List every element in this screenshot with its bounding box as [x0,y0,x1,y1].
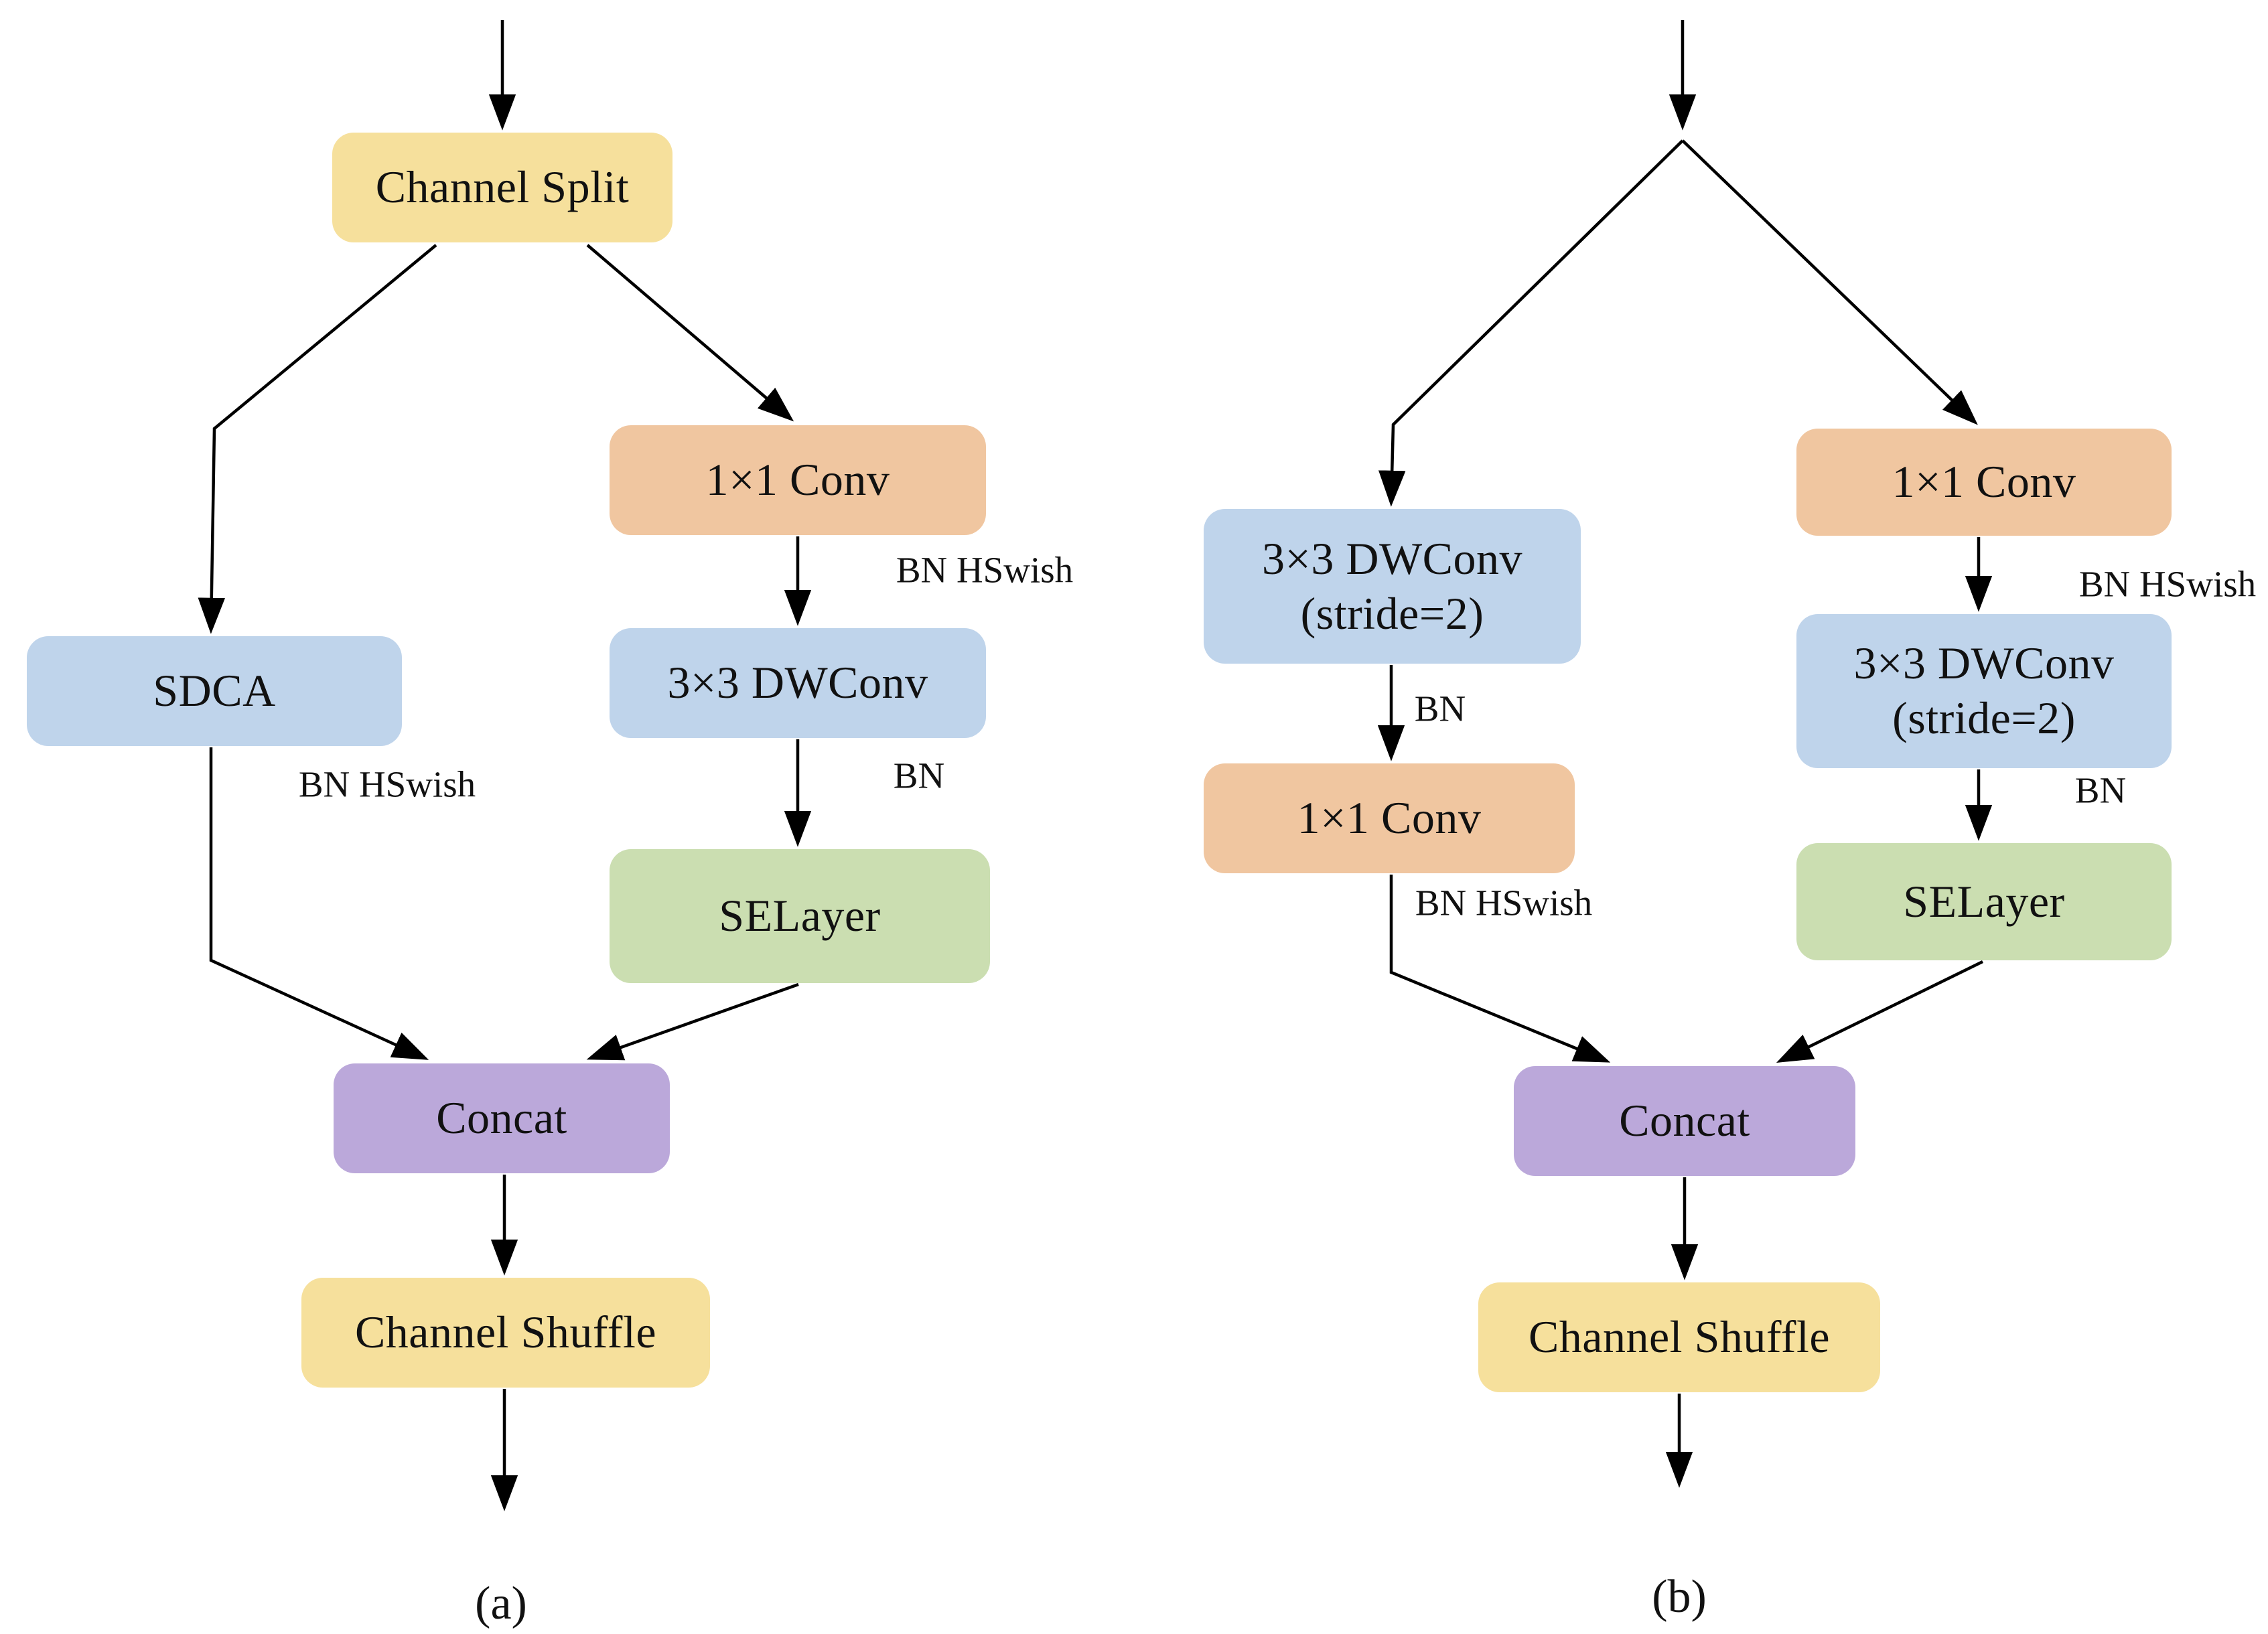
node-concat-a-label: Concat [436,1092,567,1144]
node-selayer-a: SELayer [610,849,990,983]
node-dwconv-stride-right-b-line2: (stride=2) [1892,692,2076,743]
node-conv1x1-a: 1×1 Conv [610,425,986,535]
node-conv1x1-right-b: 1×1 Conv [1796,429,2172,536]
arrow-split-right-b [1681,139,1978,425]
node-concat-b: Concat [1514,1066,1855,1176]
node-dwconv-stride-right-b-line1: 3×3 DWConv [1853,638,2115,689]
node-channel-shuffle-a: Channel Shuffle [301,1278,710,1388]
node-selayer-b-label: SELayer [1903,875,2065,927]
annotation-bn-dwconv-a: BN [893,755,945,796]
node-channel-split-a: Channel Split [332,133,672,242]
annotation-bn-hswish-sdca-a: BN HSwish [298,763,476,805]
node-conv1x1-left-b-label: 1×1 Conv [1297,792,1482,844]
arrow-selayer-to-concat-b [1776,960,1983,1063]
node-channel-shuffle-a-label: Channel Shuffle [354,1307,657,1358]
node-selayer-b: SELayer [1796,843,2172,960]
node-dwconv-stride-left-b: 3×3 DWConv (stride=2) [1204,509,1581,664]
node-dwconv-stride-left-b-line1: 3×3 DWConv [1262,532,1522,584]
arrow-selayer-to-concat-a [586,982,799,1061]
node-dwconv-stride-right-b: 3×3 DWConv (stride=2) [1796,614,2172,768]
node-sdca-a-label: SDCA [153,665,276,717]
node-conv1x1-right-b-label: 1×1 Conv [1892,456,2076,508]
arrow-sdca-to-concat-a [209,747,429,1060]
node-sdca-a: SDCA [27,636,402,746]
node-selayer-a-label: SELayer [719,890,881,942]
node-concat-b-label: Concat [1619,1095,1750,1146]
arrow-split-left-a [198,244,437,634]
annotation-bn-hswish-conv-right-b: BN HSwish [2078,563,2257,605]
caption-panel-b: (b) [1652,1571,1707,1623]
annotation-bn-hswish-conv-a: BN HSwish [896,549,1074,591]
node-conv1x1-a-label: 1×1 Conv [705,454,890,506]
node-dwconv-a: 3×3 DWConv [610,628,986,738]
arrow-conv-to-concat-b-left [1389,875,1611,1063]
node-channel-shuffle-b-label: Channel Shuffle [1528,1311,1831,1363]
annotation-bn-hswish-conv-left-b: BN HSwish [1415,882,1593,923]
node-channel-split-a-label: Channel Split [375,161,630,213]
node-conv1x1-left-b: 1×1 Conv [1204,763,1575,873]
node-concat-a: Concat [334,1063,670,1173]
node-channel-shuffle-b: Channel Shuffle [1478,1282,1880,1392]
arrow-split-right-a [586,244,794,422]
annotation-bn-dwconv-right-b: BN [2074,769,2127,811]
node-dwconv-stride-left-b-line2: (stride=2) [1300,587,1484,639]
caption-panel-a: (a) [475,1578,527,1629]
node-dwconv-a-label: 3×3 DWConv [667,657,928,709]
arrow-split-left-b [1378,139,1684,507]
annotation-bn-dwconv-left-b: BN [1414,688,1466,729]
